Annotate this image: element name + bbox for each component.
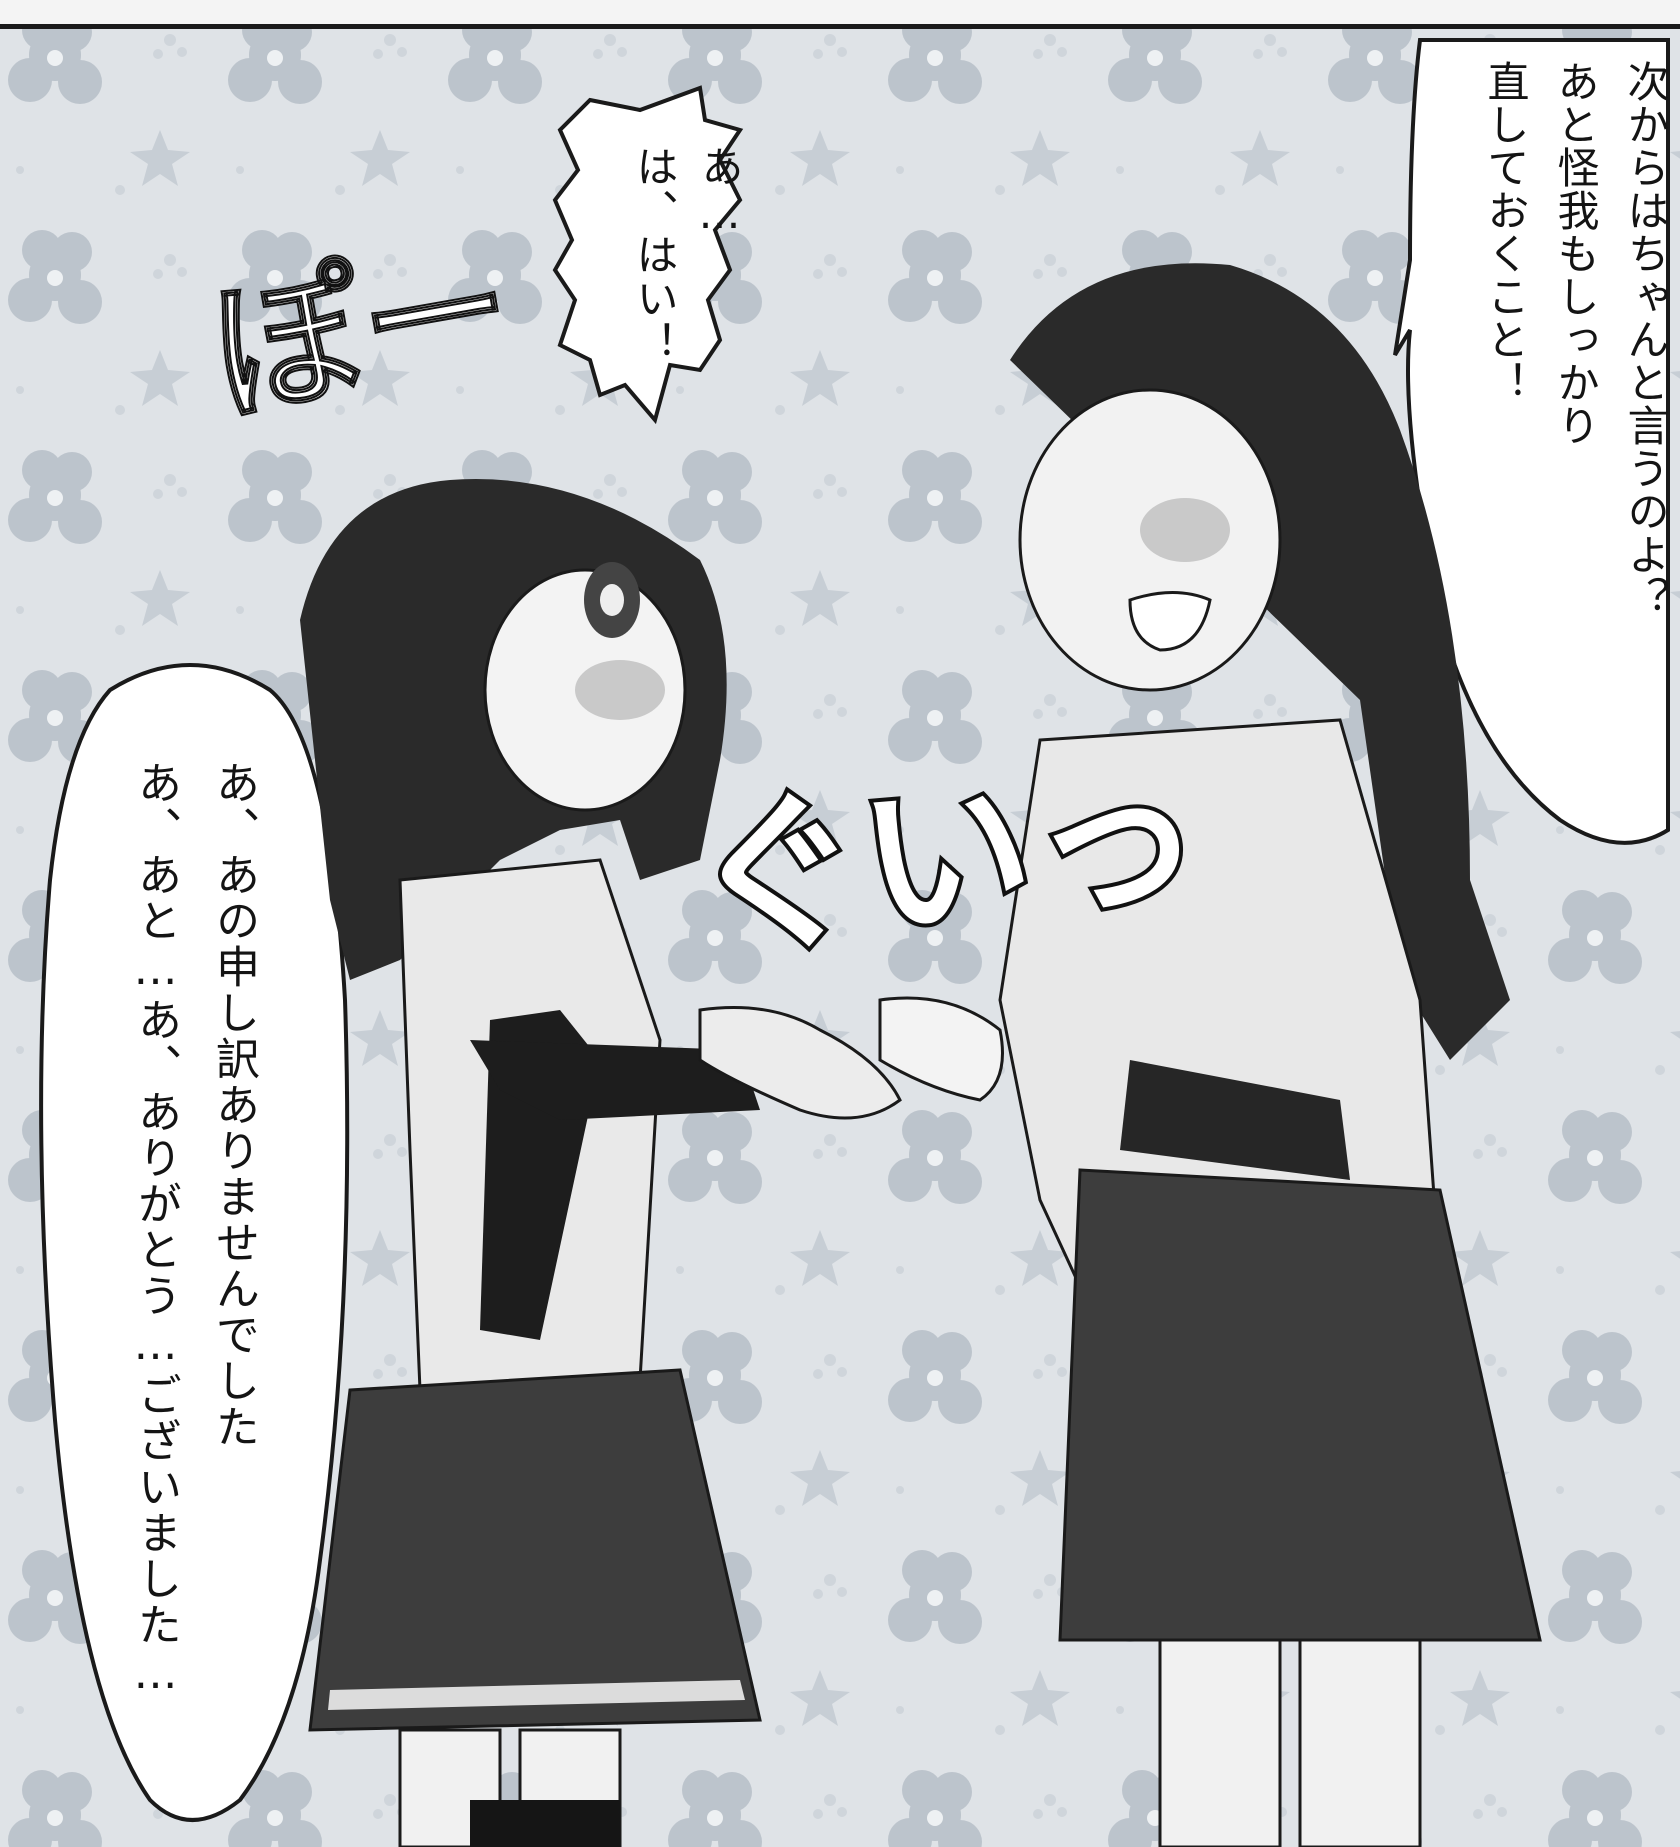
right-girl-figure xyxy=(998,263,1542,1847)
panel-top-border xyxy=(0,0,1680,29)
right-bubble-line-2: あと怪我もしっかり xyxy=(1551,60,1600,447)
top-bubble-line-2: は、はい！ xyxy=(630,145,679,365)
top-shout-bubble xyxy=(552,85,744,425)
left-girl-figure xyxy=(300,479,762,1847)
right-bubble-line-1: 次からはちゃんと言うのよ？ xyxy=(1621,60,1670,619)
left-bubble-line-1: あ、あの申し訳ありませんでした xyxy=(208,760,259,1450)
top-bubble-line-1: あ… xyxy=(695,145,744,240)
left-bubble-line-2: あ、あと…あ、ありがとう…ございました… xyxy=(130,760,181,1701)
holding-hands xyxy=(698,996,1004,1120)
right-bubble-line-3: 直しておくこと！ xyxy=(1481,60,1530,404)
